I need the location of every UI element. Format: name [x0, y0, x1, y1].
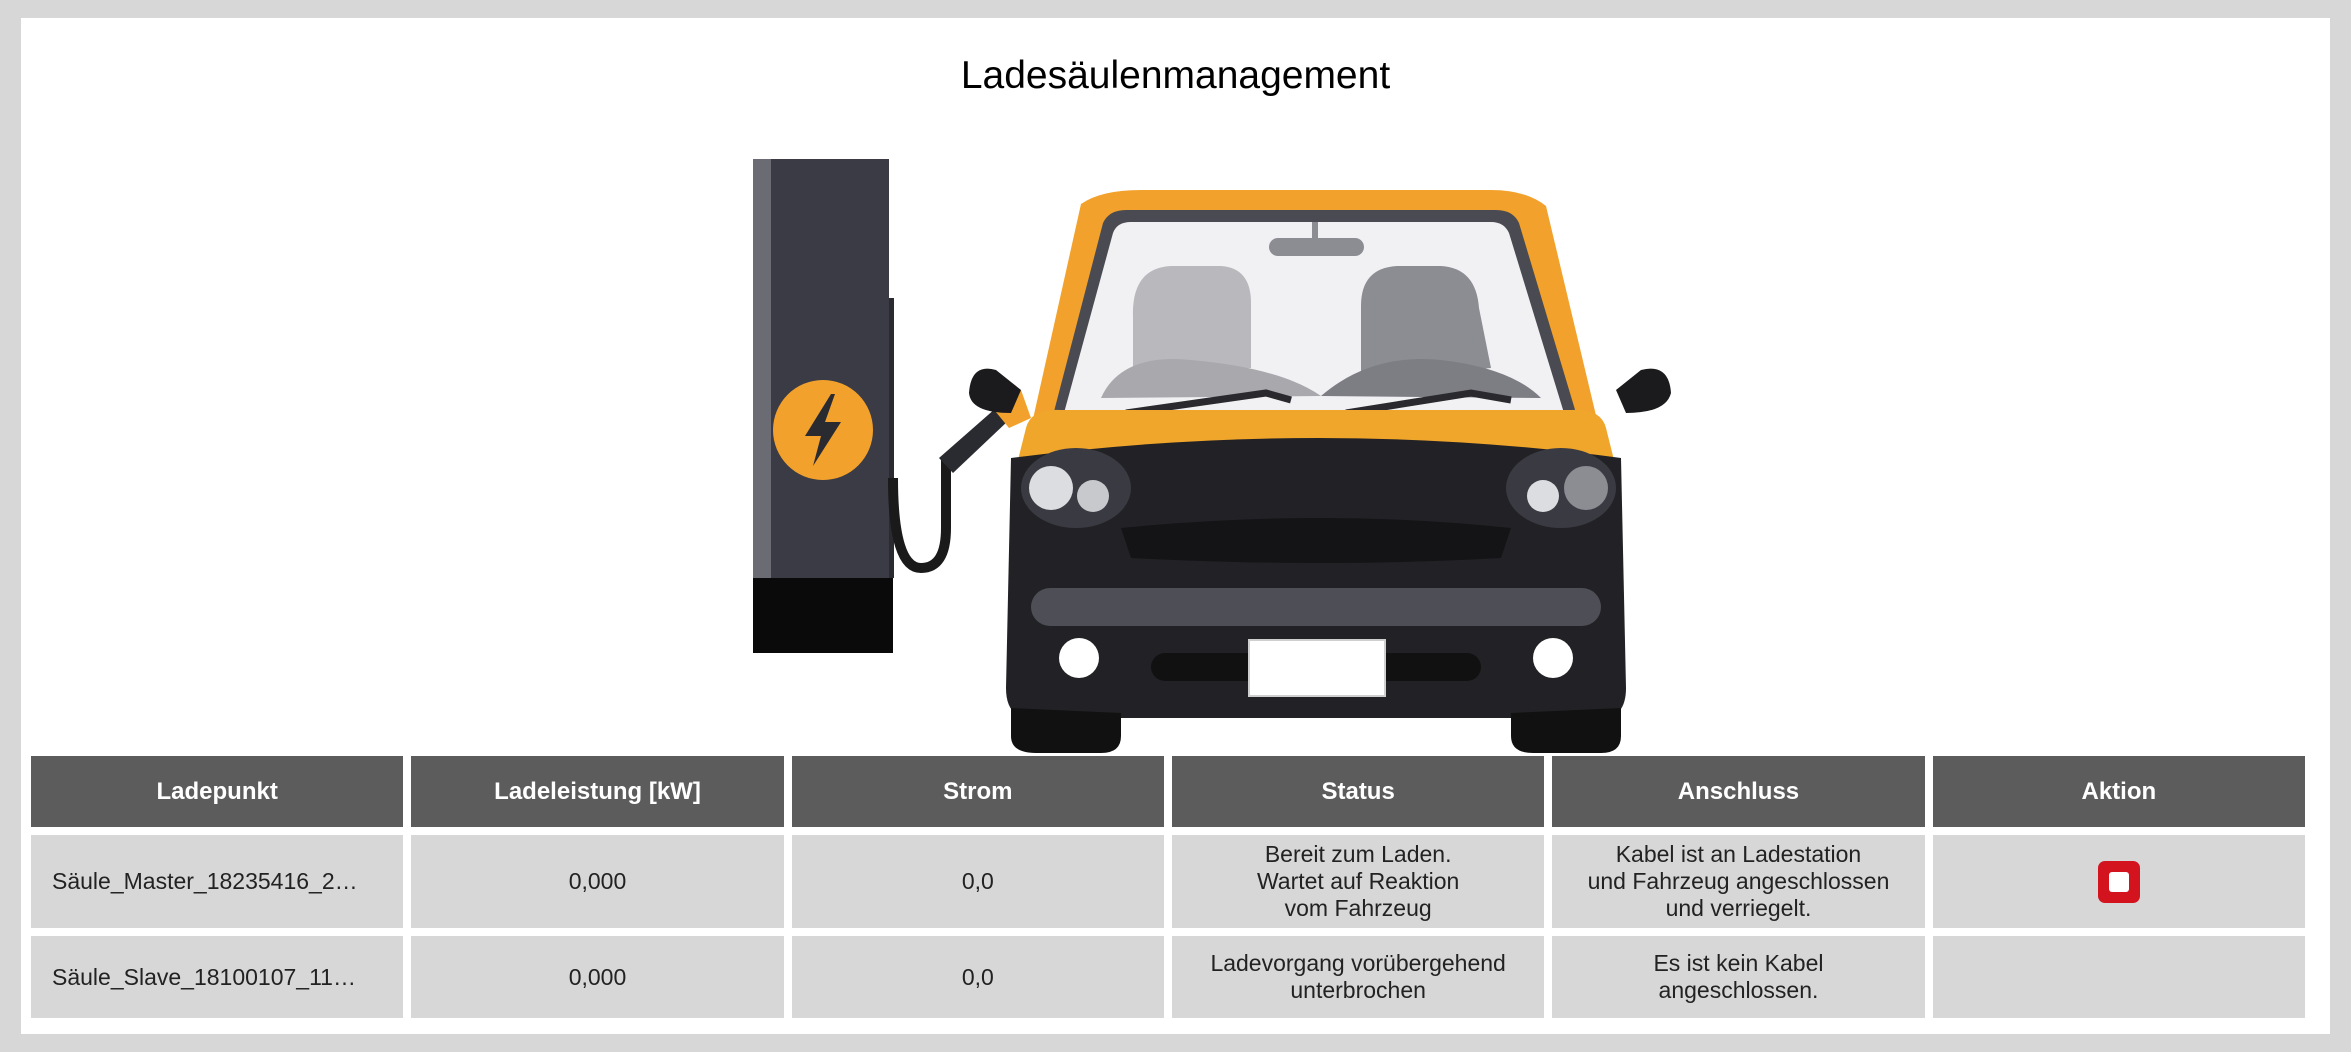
anschluss-line: und verriegelt.	[1665, 895, 1812, 921]
status-line: Wartet auf Reaktion	[1256, 868, 1460, 894]
column-header-strom[interactable]: Strom	[791, 756, 1164, 827]
cell-anschluss: Kabel ist an Ladestation und Fahrzeug an…	[1552, 835, 1925, 928]
charging-points-table: Ladepunkt Ladeleistung [kW] Strom Status…	[23, 748, 2313, 1026]
anschluss-line: Kabel ist an Ladestation	[1615, 841, 1862, 867]
ev-charging-illustration	[753, 159, 1671, 753]
cell-ladeleistung: 0,000	[411, 835, 784, 928]
anschluss-line: angeschlossen.	[1658, 977, 1819, 1003]
column-header-status[interactable]: Status	[1171, 756, 1545, 827]
table-row: Säule_Slave_18100107_11… 0,000 0,0 Ladev…	[31, 936, 2305, 1018]
column-header-anschluss[interactable]: Anschluss	[1552, 756, 1925, 827]
cell-strom: 0,0	[791, 936, 1164, 1018]
cell-ladepunkt: Säule_Master_18235416_2…	[31, 835, 404, 928]
status-line: Ladevorgang vorübergehend	[1210, 950, 1506, 976]
status-line: Bereit zum Laden.	[1264, 841, 1452, 867]
page-title: Ladesäulenmanagement	[960, 54, 1391, 97]
column-header-ladepunkt[interactable]: Ladepunkt	[31, 756, 404, 827]
table-header-row: Ladepunkt Ladeleistung [kW] Strom Status…	[31, 756, 2305, 827]
electric-car-icon	[969, 190, 1671, 753]
cell-anschluss: Es ist kein Kabel angeschlossen.	[1552, 936, 1925, 1018]
status-line: vom Fahrzeug	[1284, 895, 1432, 921]
cell-ladeleistung: 0,000	[411, 936, 784, 1018]
column-header-ladeleistung[interactable]: Ladeleistung [kW]	[411, 756, 784, 827]
cell-ladepunkt: Säule_Slave_18100107_11…	[31, 936, 404, 1018]
status-line: unterbrochen	[1290, 977, 1426, 1003]
cell-strom: 0,0	[791, 835, 1164, 928]
table-row: Säule_Master_18235416_2… 0,000 0,0 Berei…	[31, 835, 2305, 928]
cell-aktion	[1932, 936, 2305, 1018]
anschluss-line: Es ist kein Kabel	[1653, 950, 1824, 976]
main-panel: Ladesäulenmanagement	[21, 18, 2330, 1034]
cell-aktion	[1932, 835, 2305, 928]
stop-icon[interactable]	[2097, 860, 2140, 903]
cell-status: Ladevorgang vorübergehend unterbrochen	[1171, 936, 1545, 1018]
column-header-aktion[interactable]: Aktion	[1932, 756, 2305, 827]
anschluss-line: und Fahrzeug angeschlossen	[1587, 868, 1890, 894]
cell-status: Bereit zum Laden. Wartet auf Reaktion vo…	[1171, 835, 1545, 928]
